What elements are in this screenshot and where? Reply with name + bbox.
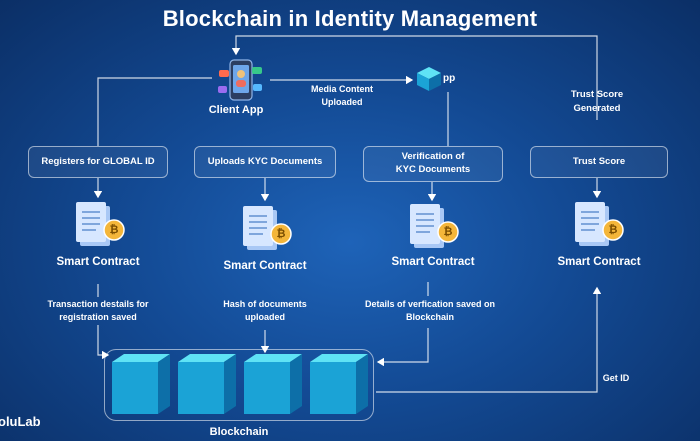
- document-icon: [243, 206, 292, 250]
- cube-icon: [244, 354, 302, 414]
- step-label: Verification of KYC Documents: [395, 151, 471, 175]
- bitcoin-icon: ₿: [443, 226, 453, 238]
- smart-contract-label: Smart Contract: [557, 256, 641, 268]
- bitcoin-icon: ₿: [109, 224, 119, 236]
- trust-score-generated-label: Trust Score Generated: [570, 89, 624, 114]
- step-verification-kyc: Verification of KYC Documents: [363, 146, 503, 182]
- smart-contract-label: Smart Contract: [223, 260, 307, 272]
- blockchain-label: Blockchain: [209, 426, 269, 438]
- smart-contract-3: ₿: [408, 202, 468, 254]
- step-register-global-id: Registers for GLOBAL ID: [28, 146, 168, 178]
- transaction-details-label: Transaction destails for registration sa…: [47, 299, 149, 323]
- app-node-icon: [416, 66, 442, 92]
- document-icon: [575, 202, 624, 246]
- get-id-label: Get ID: [602, 373, 630, 383]
- hash-documents-label: Hash of documents uploaded: [223, 299, 307, 323]
- cube-icon: [310, 354, 368, 414]
- smart-contract-label: Smart Contract: [56, 256, 140, 268]
- step-label: Trust Score: [572, 155, 626, 167]
- smart-contract-4: ₿: [573, 200, 633, 252]
- document-icon: [410, 204, 459, 248]
- bitcoin-icon: ₿: [608, 224, 618, 236]
- step-label: Registers for GLOBAL ID: [41, 155, 155, 167]
- document-icon: [76, 202, 125, 246]
- step-upload-kyc: Uploads KYC Documents: [194, 146, 336, 178]
- step-trust-score: Trust Score: [530, 146, 668, 178]
- blockchain-cubes: [108, 352, 370, 418]
- smart-contract-1: ₿: [74, 200, 134, 252]
- media-content-label: Media Content Uploaded: [311, 84, 373, 108]
- brand-logo-text: oluLab: [0, 414, 41, 429]
- diagram-title: Blockchain in Identity Management: [162, 6, 538, 31]
- client-app-icon: [216, 58, 266, 104]
- client-app-label: Client App: [208, 104, 264, 116]
- cube-icon: [178, 354, 236, 414]
- app-node-label: pp: [443, 73, 456, 84]
- smart-contract-label: Smart Contract: [391, 256, 475, 268]
- smart-contract-2: ₿: [241, 204, 301, 256]
- bitcoin-icon: ₿: [276, 228, 286, 240]
- step-label: Uploads KYC Documents: [207, 155, 323, 167]
- blockchain-frame: [104, 349, 374, 421]
- cube-icon: [112, 354, 170, 414]
- verification-details-label: Details of verfication saved on Blockcha…: [364, 299, 496, 323]
